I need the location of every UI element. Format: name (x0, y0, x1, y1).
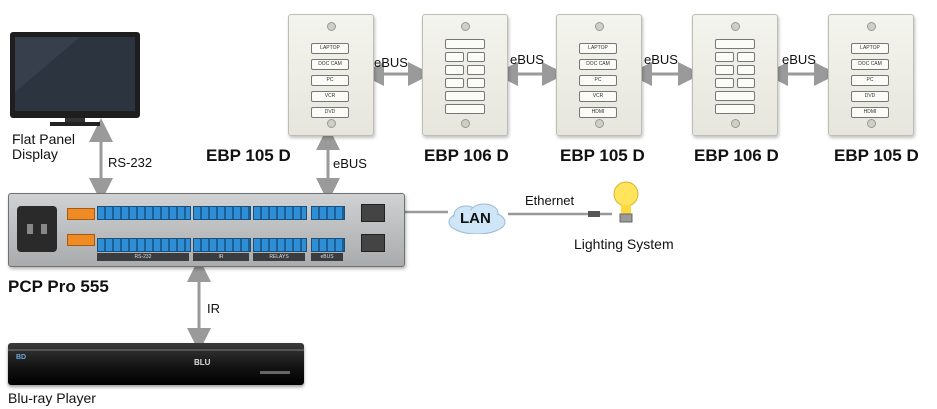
keypad-button (466, 52, 485, 62)
brand-logo: BLU (194, 358, 211, 367)
keypad-3-buttons: LAPTOP DOC CAM PC VCR HDMI (579, 43, 617, 118)
keypad-1: LAPTOP DOC CAM PC VCR DVD (288, 14, 374, 136)
screw-icon (731, 119, 740, 128)
section-label: RS-232 (97, 253, 189, 261)
keypad-button (736, 52, 755, 62)
keypad-button (445, 52, 464, 62)
ebus-link-label: eBUS (782, 52, 816, 67)
terminal-block-orange (67, 208, 95, 220)
ethernet-label: Ethernet (525, 193, 575, 208)
terminal-block-blue (193, 238, 251, 252)
keypad-button (445, 65, 464, 75)
keypad-button (466, 65, 485, 75)
keypad-button: DVD (851, 91, 889, 102)
keypad-button (445, 39, 485, 49)
ebus-vertical-label: eBUS (333, 156, 367, 171)
screw-icon (327, 119, 336, 128)
ebus-link-label: eBUS (644, 52, 678, 67)
terminal-block-blue (97, 206, 191, 220)
ethernet-connector (588, 211, 600, 217)
keypad-2 (422, 14, 508, 136)
keypad-button: VCR (311, 91, 349, 102)
terminal-block-blue (311, 206, 345, 220)
ethernet-port-icon (361, 234, 385, 252)
screw-icon (595, 22, 604, 31)
keypad-button (736, 78, 755, 88)
screw-icon (327, 22, 336, 31)
terminal-block-blue (193, 206, 251, 220)
screw-icon (867, 119, 876, 128)
keypad-button: DOC CAM (311, 59, 349, 70)
blu-ray-label: Blu-ray Player (8, 390, 96, 406)
keypad-button: DOC CAM (579, 59, 617, 70)
lan-cloud-icon (448, 203, 506, 234)
ir-label: IR (207, 301, 220, 316)
keypad-model-label: EBP 106 D (424, 146, 509, 165)
keypad-5: LAPTOP DOC CAM PC DVD HDMI (828, 14, 914, 136)
keypad-model-label: EBP 105 D (834, 146, 919, 165)
flat-panel-display-icon (10, 32, 140, 126)
screw-icon (731, 22, 740, 31)
display-strip (260, 371, 290, 374)
terminal-block-blue (311, 238, 345, 252)
keypad-button (715, 65, 734, 75)
controller-label: PCP Pro 555 (8, 277, 109, 296)
section-label: eBUS (311, 253, 343, 261)
light-bulb-icon (613, 181, 639, 223)
keypad-button (445, 78, 464, 88)
rs232-label: RS-232 (108, 155, 153, 170)
screw-icon (867, 22, 876, 31)
keypad-button: PC (311, 75, 349, 86)
keypad-button: PC (579, 75, 617, 86)
terminal-block-blue (253, 238, 307, 252)
keypad-button (715, 104, 755, 114)
keypad-4 (692, 14, 778, 136)
screw-icon (461, 119, 470, 128)
keypad-button: LAPTOP (311, 43, 349, 54)
keypad-button: VCR (579, 91, 617, 102)
keypad-3: LAPTOP DOC CAM PC VCR HDMI (556, 14, 642, 136)
keypad-button (466, 78, 485, 88)
keypad-1-buttons: LAPTOP DOC CAM PC VCR DVD (311, 43, 349, 118)
keypad-4-buttons (715, 39, 755, 114)
screw-icon (461, 22, 470, 31)
terminal-block-blue (97, 238, 191, 252)
keypad-button: LAPTOP (579, 43, 617, 54)
blu-ray-player-icon: BD BLU (8, 343, 304, 385)
lighting-label: Lighting System (574, 236, 674, 252)
keypad-5-buttons: LAPTOP DOC CAM PC DVD HDMI (851, 43, 889, 118)
keypad-button (445, 91, 485, 101)
keypad-button (715, 91, 755, 101)
flat-panel-label-line2: Display (12, 146, 58, 162)
keypad-button (715, 78, 734, 88)
terminal-block-orange (67, 234, 95, 246)
ebus-link-label: eBUS (374, 55, 408, 70)
pcp-pro-555-controller: RS-232 IR RELAYS eBUS (8, 193, 405, 267)
keypad-model-label: EBP 106 D (694, 146, 779, 165)
lan-label: LAN (460, 210, 491, 227)
keypad-button: DOC CAM (851, 59, 889, 70)
keypad-button (715, 39, 755, 49)
section-label: RELAYS (253, 253, 305, 261)
keypad-model-label: EBP 105 D (560, 146, 645, 165)
blu-ray-logo-icon: BD (16, 354, 27, 361)
ebus-link-label: eBUS (510, 52, 544, 67)
keypad-button: HDMI (579, 107, 617, 118)
keypad-button: PC (851, 75, 889, 86)
keypad-button (736, 65, 755, 75)
screw-icon (595, 119, 604, 128)
terminal-block-blue (253, 206, 307, 220)
ethernet-port-icon (361, 204, 385, 222)
keypad-button (715, 52, 734, 62)
keypad-model-label: EBP 105 D (206, 146, 291, 165)
power-inlet-icon (17, 206, 57, 252)
keypad-2-buttons (445, 39, 485, 114)
section-label: IR (193, 253, 249, 261)
keypad-button: HDMI (851, 107, 889, 118)
keypad-button: LAPTOP (851, 43, 889, 54)
keypad-button: DVD (311, 107, 349, 118)
keypad-button (445, 104, 485, 114)
flat-panel-label-line1: Flat Panel (12, 131, 76, 147)
